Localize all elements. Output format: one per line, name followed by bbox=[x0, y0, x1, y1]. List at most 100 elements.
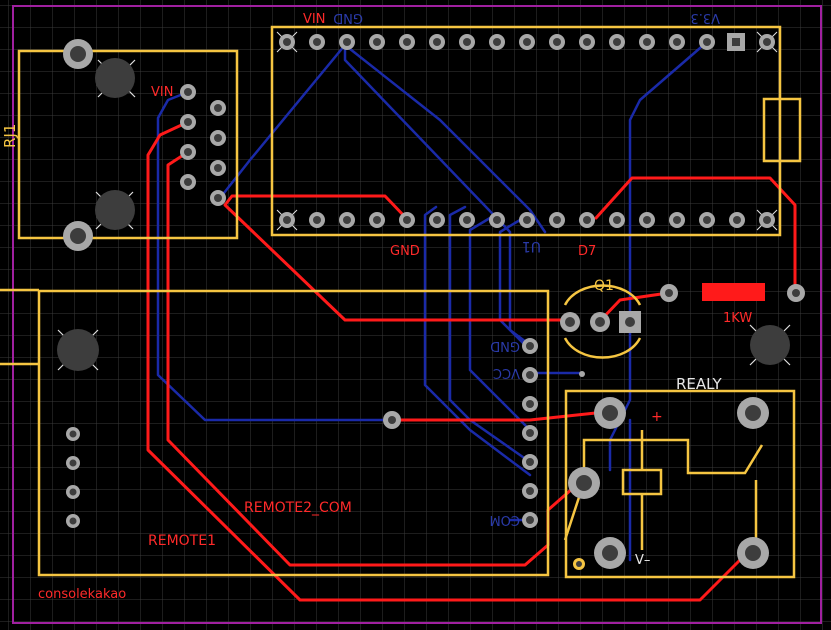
rj1-pad-hole bbox=[214, 104, 222, 112]
u1-bottom-pin-hole bbox=[523, 216, 531, 224]
trace-blue-rj-vin bbox=[156, 90, 394, 422]
u1-top-pin-hole bbox=[313, 38, 321, 46]
u1-top-pin-hole bbox=[433, 38, 441, 46]
trace-red-gnd bbox=[223, 194, 572, 324]
u1-top-pin-hole bbox=[643, 38, 651, 46]
q1-label: Q1 bbox=[594, 278, 614, 294]
u1-top-pin-hole bbox=[673, 38, 681, 46]
u1-fuse-outline bbox=[762, 97, 802, 163]
gnd-top-label: GND bbox=[333, 10, 363, 25]
remote2-label: REMOTE2_COM bbox=[244, 500, 352, 516]
trace-red-d7 bbox=[594, 176, 797, 295]
rj1-pad-hole bbox=[184, 148, 192, 156]
trace-blue-loop3 bbox=[468, 216, 532, 432]
u1-bottom-pin-hole bbox=[493, 216, 501, 224]
relay-pads bbox=[568, 397, 769, 570]
remote-right-pin-hole bbox=[526, 371, 534, 379]
u1-bottom-pin-hole bbox=[703, 216, 711, 224]
u1-top-pin-hole bbox=[463, 38, 471, 46]
vin-rj-label: VIN bbox=[151, 85, 173, 100]
resistor-label: 1KW bbox=[723, 311, 752, 326]
rj1-label: RJ1 bbox=[1, 124, 19, 148]
remote1-label: REMOTE1 bbox=[148, 533, 216, 549]
u1-top-pin-hole bbox=[343, 38, 351, 46]
remote-left-pin-hole bbox=[69, 459, 77, 467]
relay-label: REALY bbox=[676, 375, 723, 393]
rj1-pad-hole bbox=[214, 194, 222, 202]
u1-bottom-pin-hole bbox=[463, 216, 471, 224]
remote-left-pin-hole bbox=[69, 430, 77, 438]
resistor-pad-left-hole bbox=[665, 289, 673, 297]
trace-red-q1-base bbox=[598, 291, 670, 323]
u1-outline bbox=[270, 25, 782, 237]
trace-blue-vin-diag bbox=[343, 43, 547, 234]
u1-top-pin-hole bbox=[553, 38, 561, 46]
q1-pads bbox=[560, 311, 641, 333]
u1-bottom-pin-hole bbox=[733, 216, 741, 224]
mounting-hole-icon bbox=[749, 324, 791, 366]
u1-top-pin-hole bbox=[613, 38, 621, 46]
remote-right-pin-hole bbox=[526, 516, 534, 524]
rj1-pad-hole bbox=[214, 164, 222, 172]
rj1-outline bbox=[17, 49, 239, 240]
mounting-hole-icon bbox=[57, 329, 99, 371]
u1-top-pin-hole bbox=[523, 38, 531, 46]
relay-plus-label: + bbox=[651, 409, 663, 425]
u1-top-pin-hole bbox=[703, 38, 711, 46]
u1-bottom-pin-hole bbox=[583, 216, 591, 224]
via-icon bbox=[383, 411, 401, 429]
rj1-pad-hole bbox=[184, 178, 192, 186]
via-icon bbox=[579, 371, 585, 377]
u1-top-pin-hole bbox=[493, 38, 501, 46]
labels: RJ1 VIN VIN GND V3.3 GND U1 D7 Q1 1KW RE… bbox=[1, 10, 752, 602]
mounting-hole-icon bbox=[95, 190, 135, 230]
relay-outline bbox=[564, 389, 796, 579]
vin-top-label: VIN bbox=[303, 12, 325, 27]
remote-left-pin-hole bbox=[69, 488, 77, 496]
u1-top-pin-hole bbox=[373, 38, 381, 46]
remote-right-pin-hole bbox=[526, 487, 534, 495]
mounting-holes bbox=[57, 39, 791, 371]
u1-bottom-pin-hole bbox=[613, 216, 621, 224]
mounting-hole-icon bbox=[95, 58, 136, 98]
remote-right-pin-hole bbox=[526, 342, 534, 350]
u1-corner-pads bbox=[276, 31, 778, 231]
u1-top-header-pads bbox=[309, 34, 715, 50]
u1-bottom-pin-hole bbox=[343, 216, 351, 224]
u1-bottom-pin-hole bbox=[403, 216, 411, 224]
rj1-pads bbox=[180, 84, 226, 206]
v33-label: V3.3 bbox=[690, 10, 720, 25]
trace-blue-loop4 bbox=[498, 218, 532, 352]
remote-module-connector bbox=[0, 288, 39, 366]
trace-blue-loop1 bbox=[423, 205, 532, 477]
remote-module-outline bbox=[37, 289, 550, 577]
u1-bottom-pin-hole bbox=[433, 216, 441, 224]
u1-bottom-pin-hole bbox=[373, 216, 381, 224]
resistor-1kw-body bbox=[702, 283, 765, 301]
gnd-right-label: GND bbox=[490, 338, 520, 353]
vcc-right-label: VCC bbox=[493, 365, 520, 380]
relay-minus-label: V– bbox=[635, 553, 650, 568]
rj-large-hole-bottom bbox=[70, 228, 86, 244]
u1-bottom-pin-hole bbox=[643, 216, 651, 224]
u1-bottom-header-pads bbox=[309, 212, 745, 228]
u1-label: U1 bbox=[522, 238, 541, 254]
remote-right-pin-hole bbox=[526, 458, 534, 466]
remote-right-pin-hole bbox=[526, 400, 534, 408]
remote-right-pads bbox=[522, 338, 538, 528]
remote-left-pads bbox=[66, 427, 80, 528]
u1-bottom-pin-hole bbox=[313, 216, 321, 224]
trace-red-remote1 bbox=[146, 120, 747, 602]
rj1-pad-hole bbox=[214, 134, 222, 142]
gnd-bottom-label: GND bbox=[390, 244, 420, 259]
rj1-pad-hole bbox=[184, 88, 192, 96]
rj-large-hole-top bbox=[70, 46, 86, 62]
silkscreen-layer bbox=[0, 25, 802, 579]
u1-bottom-pin-hole bbox=[673, 216, 681, 224]
remote-left-pin-hole bbox=[69, 517, 77, 525]
remote-right-pin-hole bbox=[526, 429, 534, 437]
u1-top-pin-hole bbox=[403, 38, 411, 46]
board-outline bbox=[12, 5, 822, 624]
